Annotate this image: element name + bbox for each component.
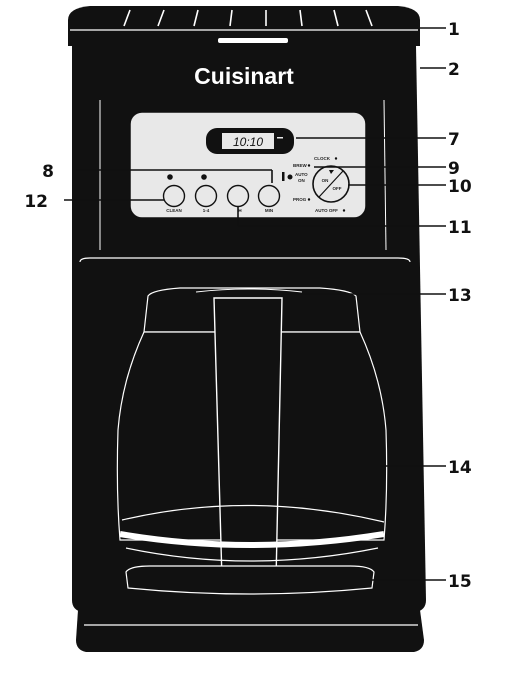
one-four-button-label: 1-4 (203, 208, 210, 213)
lid-vent-slots (123, 9, 373, 27)
callout-15: 15 (448, 572, 472, 592)
clean-button-label: CLEAN (166, 208, 182, 213)
callout-11: 11 (448, 218, 472, 238)
housing-edge-right (383, 99, 387, 251)
callout-leaders (64, 27, 446, 581)
minute-button[interactable] (257, 184, 281, 208)
clock-dot (334, 157, 338, 160)
carafe-band (119, 531, 385, 548)
auto-on-led-bar (282, 172, 285, 181)
hour-button[interactable] (226, 184, 250, 208)
prog-indicator-label: PROG (293, 197, 307, 202)
knob-pointer-icon (329, 170, 334, 174)
auto-on-label-line1: AUTO (295, 172, 308, 177)
auto-off-indicator-label: AUTO OFF (315, 208, 338, 213)
one-four-led (201, 174, 207, 180)
callout-13: 13 (448, 286, 472, 306)
hour-button-label: H (238, 208, 241, 213)
brew-dot (307, 164, 311, 167)
callout-9: 9 (448, 159, 460, 179)
callout-12: 12 (24, 192, 48, 212)
minute-button-label: MIN (265, 208, 273, 213)
callout-1: 1 (448, 20, 460, 40)
one-four-button[interactable] (194, 184, 218, 208)
auto-on-led (287, 174, 293, 180)
carafe-lid-rim (195, 288, 303, 293)
carafe-base-edge (125, 547, 379, 562)
prog-dot (307, 198, 311, 201)
lid-handle (218, 38, 288, 43)
auto-off-dot (342, 209, 346, 212)
lid (68, 6, 420, 46)
callout-14: 14 (448, 458, 472, 478)
carafe-handle (213, 297, 283, 581)
knob-divider (318, 170, 344, 198)
clock-indicator-label: CLOCK (314, 156, 331, 161)
warming-plate (125, 565, 375, 595)
display-time: 10:10 (233, 135, 263, 149)
auto-on-label-line2: ON (298, 178, 305, 183)
clean-button[interactable] (162, 184, 186, 208)
callout-8: 8 (42, 162, 54, 182)
callout-10: 10 (448, 177, 472, 197)
base (76, 610, 424, 652)
display-indicator-bar (277, 137, 283, 139)
brew-indicator-label: BREW (293, 163, 308, 168)
carafe-band-top (121, 504, 385, 523)
knob-off-label: OFF (333, 186, 342, 191)
clean-led (167, 174, 173, 180)
housing-seam (79, 257, 411, 263)
display-window (222, 133, 274, 149)
callout-7: 7 (448, 130, 460, 150)
callout-2: 2 (448, 60, 460, 80)
knob-on-label: ON (322, 178, 329, 183)
brand-logo: Cuisinart (194, 63, 294, 89)
